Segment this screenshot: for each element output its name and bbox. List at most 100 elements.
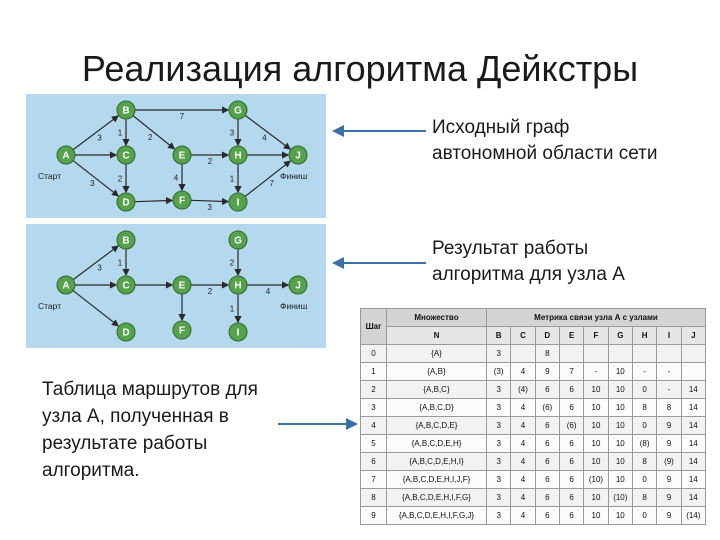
start-label: Старт <box>38 301 61 311</box>
table-cell: 2 <box>360 380 387 399</box>
edge-weight-label: 1 <box>118 259 123 268</box>
graph-node-d: D <box>116 322 136 342</box>
table-cell: {A,B} <box>386 362 487 381</box>
table-cell: 10 <box>583 488 609 507</box>
svg-text:B: B <box>122 106 129 117</box>
edge-weight-label: 3 <box>208 203 213 212</box>
table-cell: 14 <box>680 488 707 507</box>
column-header: J <box>680 326 707 345</box>
edge-weight-label: 3 <box>97 133 102 142</box>
svg-text:A: A <box>62 151 69 162</box>
graph-node-f: F <box>172 320 192 340</box>
edge-weight-label: 7 <box>269 179 274 188</box>
table-cell: 5 <box>360 434 387 453</box>
svg-text:B: B <box>122 236 129 247</box>
table-cell: 9 <box>656 416 682 435</box>
table-cell: 6 <box>534 470 560 489</box>
arrow-left-icon <box>332 125 426 137</box>
table-cell: (4) <box>510 380 536 399</box>
edge-weight-label: 1 <box>118 129 123 138</box>
table-cell: 4 <box>510 398 536 417</box>
graph-edge <box>244 114 291 150</box>
table-cell: 4 <box>510 434 536 453</box>
table-cell: 14 <box>680 434 707 453</box>
graph-node-d: D <box>116 192 136 212</box>
table-cell: 6 <box>534 488 560 507</box>
table-cell: 10 <box>583 506 609 525</box>
arrow-left-icon <box>332 257 426 269</box>
graph-node-f: F <box>172 190 192 210</box>
table-cell: 6 <box>558 452 585 471</box>
table-cell: 3 <box>485 506 512 525</box>
edge-weight-label: 4 <box>174 174 179 183</box>
table-cell: 6 <box>558 470 585 489</box>
table-cell: 6 <box>534 416 560 435</box>
table-cell: (6) <box>558 416 585 435</box>
table-callout: Таблица маршрутов для узла А, полученная… <box>42 379 258 481</box>
column-header: H <box>631 326 658 345</box>
table-cell: 4 <box>510 506 536 525</box>
table-cell <box>656 344 682 363</box>
finish-label: Финиш <box>280 301 308 311</box>
graph-node-j: J <box>288 145 308 165</box>
table-cell: 6 <box>534 434 560 453</box>
table-cell: 9 <box>656 470 682 489</box>
graph-node-c: C <box>116 145 136 165</box>
table-cell <box>510 344 536 363</box>
table-cell: 14 <box>680 416 707 435</box>
table-cell: {A,B,C,D} <box>386 398 487 417</box>
graph-edge <box>72 245 119 281</box>
svg-text:F: F <box>179 196 185 207</box>
table-cell: (10) <box>607 488 633 507</box>
table-cell: 10 <box>583 452 609 471</box>
table-cell: - <box>631 362 658 381</box>
table-cell: 8 <box>360 488 387 507</box>
table-cell: 6 <box>558 488 585 507</box>
graph-edge <box>190 197 230 206</box>
table-cell: 0 <box>631 506 658 525</box>
table-cell: (10) <box>583 470 609 489</box>
column-header: Множество <box>386 308 487 327</box>
table-cell: 9 <box>360 506 387 525</box>
table-cell: {A,B,C,D,E,H,I} <box>386 452 487 471</box>
table-cell: {A} <box>386 344 487 363</box>
graph-edge <box>244 160 292 197</box>
svg-text:J: J <box>295 151 301 162</box>
svg-text:E: E <box>179 151 186 162</box>
graph-node-a: A <box>56 275 76 295</box>
table-cell: 14 <box>680 452 707 471</box>
table-cell: (6) <box>534 398 560 417</box>
table-cell: 0 <box>631 380 658 399</box>
graph-node-b: B <box>116 230 136 250</box>
table-cell: 8 <box>534 344 560 363</box>
table-cell: 10 <box>607 380 633 399</box>
column-header: C <box>510 326 536 345</box>
table-cell: 10 <box>607 452 633 471</box>
table-cell: 4 <box>360 416 387 435</box>
graph-node-j: J <box>288 275 308 295</box>
svg-text:I: I <box>237 198 240 209</box>
edge-weight-label: 1 <box>230 175 235 184</box>
table-cell: 9 <box>656 506 682 525</box>
table-cell: 8 <box>631 452 658 471</box>
table-cell: (3) <box>485 362 512 381</box>
table-cell: 6 <box>534 452 560 471</box>
table-cell: 6 <box>534 380 560 399</box>
finish-label: Финиш <box>280 171 308 181</box>
table-cell: 6 <box>558 398 585 417</box>
graph-edge <box>72 115 119 151</box>
column-header: B <box>485 326 512 345</box>
table-cell: {A,B,C,D,E,H} <box>386 434 487 453</box>
svg-text:D: D <box>122 328 129 339</box>
table-cell: 10 <box>607 506 633 525</box>
table-cell <box>680 362 707 381</box>
table-cell: 3 <box>485 434 512 453</box>
table-cell: 10 <box>607 434 633 453</box>
svg-text:C: C <box>122 281 129 292</box>
table-cell: {A,B,C,D,E,H,I,F,G,J} <box>386 506 487 525</box>
